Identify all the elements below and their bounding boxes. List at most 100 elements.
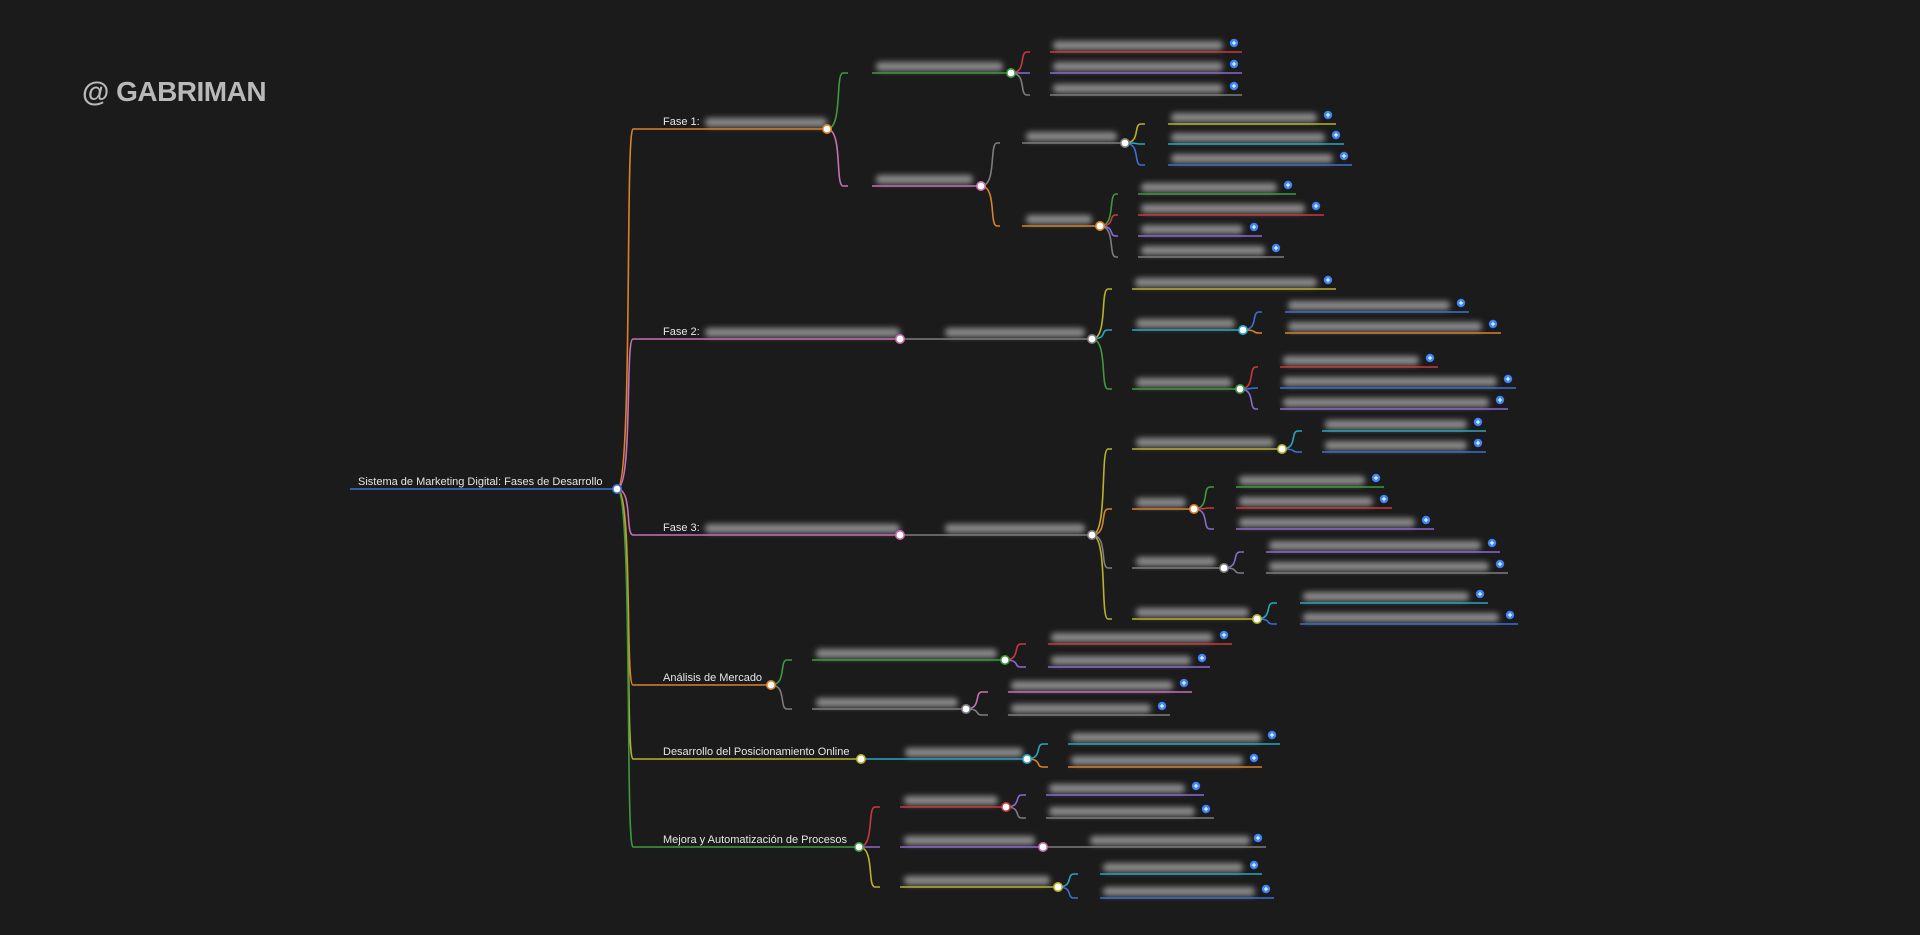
plus-circle-icon[interactable] xyxy=(1425,353,1435,363)
blurred-node-text xyxy=(1141,246,1265,255)
plus-circle-icon[interactable] xyxy=(1191,781,1201,791)
plus-circle-icon[interactable] xyxy=(1249,222,1259,232)
node-dot-icon[interactable] xyxy=(894,529,905,540)
blurred-node-text xyxy=(1136,319,1235,328)
plus-circle-icon[interactable] xyxy=(1495,559,1505,569)
branch-automatizacion-label: Mejora y Automatización de Procesos xyxy=(663,834,848,846)
plus-circle-icon[interactable] xyxy=(1503,374,1513,384)
blurred-node-text xyxy=(1303,592,1469,601)
plus-circle-icon[interactable] xyxy=(1249,753,1259,763)
branch-connector xyxy=(1099,193,1118,227)
blurred-node-text xyxy=(1141,183,1277,192)
plus-circle-icon[interactable] xyxy=(1261,884,1271,894)
plus-circle-icon[interactable] xyxy=(1473,417,1483,427)
plus-circle-icon[interactable] xyxy=(1488,319,1498,329)
node-dot-icon[interactable] xyxy=(999,654,1010,665)
node-dot-icon[interactable] xyxy=(1189,503,1200,514)
node-dot-icon[interactable] xyxy=(821,124,832,135)
plus-circle-icon[interactable] xyxy=(1179,678,1189,688)
node-dot-icon[interactable] xyxy=(1021,753,1032,764)
plus-circle-icon[interactable] xyxy=(1249,860,1259,870)
plus-circle-icon[interactable] xyxy=(1229,81,1239,91)
node-dot-icon[interactable] xyxy=(1005,68,1016,79)
plus-circle-icon[interactable] xyxy=(1201,804,1211,814)
blurred-node-text xyxy=(705,328,900,337)
branch-fase2-label: Fase 2: xyxy=(663,326,700,338)
branch-analisis-connector xyxy=(616,488,648,686)
blurred-node-text xyxy=(705,118,827,127)
plus-circle-icon[interactable] xyxy=(1339,151,1349,161)
node-dot-icon[interactable] xyxy=(1000,801,1011,812)
blurred-node-text xyxy=(905,748,1023,757)
blurred-node-text xyxy=(904,796,998,805)
plus-circle-icon[interactable] xyxy=(1271,243,1281,253)
blurred-node-text xyxy=(816,649,997,658)
node-dot-icon[interactable] xyxy=(1053,881,1064,892)
branch-analisis-label: Análisis de Mercado xyxy=(663,672,762,684)
node-dot-icon[interactable] xyxy=(1087,529,1098,540)
node-dot-icon[interactable] xyxy=(855,753,866,764)
plus-circle-icon[interactable] xyxy=(1371,473,1381,483)
blurred-node-text xyxy=(945,328,1085,337)
blurred-node-text xyxy=(876,175,973,184)
node-dot-icon[interactable] xyxy=(611,483,622,494)
node-dot-icon[interactable] xyxy=(894,333,905,344)
node-dot-icon[interactable] xyxy=(975,181,986,192)
branch-fase1-connector xyxy=(616,128,648,490)
plus-circle-icon[interactable] xyxy=(1331,130,1341,140)
plus-circle-icon[interactable] xyxy=(1456,298,1466,308)
plus-circle-icon[interactable] xyxy=(1495,395,1505,405)
blurred-node-text xyxy=(1090,836,1250,845)
branch-connector xyxy=(1091,448,1112,536)
plus-circle-icon[interactable] xyxy=(1487,538,1497,548)
branch-connector xyxy=(858,806,880,848)
node-dot-icon[interactable] xyxy=(1219,562,1230,573)
plus-circle-icon[interactable] xyxy=(1197,653,1207,663)
blurred-node-text xyxy=(1136,438,1274,447)
plus-circle-icon[interactable] xyxy=(1283,180,1293,190)
node-dot-icon[interactable] xyxy=(1087,333,1098,344)
plus-circle-icon[interactable] xyxy=(1421,515,1431,525)
plus-circle-icon[interactable] xyxy=(1229,38,1239,48)
watermark: @ GABRIMAN xyxy=(82,76,267,107)
node-dot-icon[interactable] xyxy=(1252,613,1263,624)
node-dot-icon[interactable] xyxy=(1277,443,1288,454)
blurred-node-text xyxy=(1171,133,1325,142)
node-dot-icon[interactable] xyxy=(853,841,864,852)
blurred-node-text xyxy=(1269,562,1489,571)
node-dot-icon[interactable] xyxy=(1120,138,1131,149)
node-dot-icon[interactable] xyxy=(1095,221,1106,232)
blurred-node-text xyxy=(1141,204,1305,213)
plus-circle-icon[interactable] xyxy=(1475,589,1485,599)
blurred-node-text xyxy=(876,62,1003,71)
blurred-node-text xyxy=(1103,887,1255,896)
blurred-node-text xyxy=(1325,441,1467,450)
plus-circle-icon[interactable] xyxy=(1253,833,1263,843)
plus-circle-icon[interactable] xyxy=(1323,275,1333,285)
plus-circle-icon[interactable] xyxy=(1219,630,1229,640)
plus-circle-icon[interactable] xyxy=(1311,201,1321,211)
plus-circle-icon[interactable] xyxy=(1267,730,1277,740)
plus-circle-icon[interactable] xyxy=(1229,59,1239,69)
plus-circle-icon[interactable] xyxy=(1473,438,1483,448)
plus-circle-icon[interactable] xyxy=(1157,701,1167,711)
node-dot-icon[interactable] xyxy=(1038,841,1049,852)
node-dot-icon[interactable] xyxy=(765,679,776,690)
branch-connector xyxy=(980,185,1000,227)
branch-fase1-label: Fase 1: xyxy=(663,116,700,128)
blurred-node-text xyxy=(1053,62,1223,71)
plus-circle-icon[interactable] xyxy=(1379,494,1389,504)
branch-fase3-label: Fase 3: xyxy=(663,522,700,534)
blurred-node-text xyxy=(945,524,1085,533)
blurred-node-text xyxy=(1171,154,1333,163)
node-dot-icon[interactable] xyxy=(1238,324,1249,335)
blurred-node-text xyxy=(904,836,1035,845)
plus-circle-icon[interactable] xyxy=(1505,610,1515,620)
node-dot-icon[interactable] xyxy=(1235,383,1246,394)
node-dot-icon[interactable] xyxy=(960,703,971,714)
plus-circle-icon[interactable] xyxy=(1323,110,1333,120)
blurred-node-text xyxy=(1283,398,1489,407)
blurred-node-text xyxy=(1283,377,1497,386)
